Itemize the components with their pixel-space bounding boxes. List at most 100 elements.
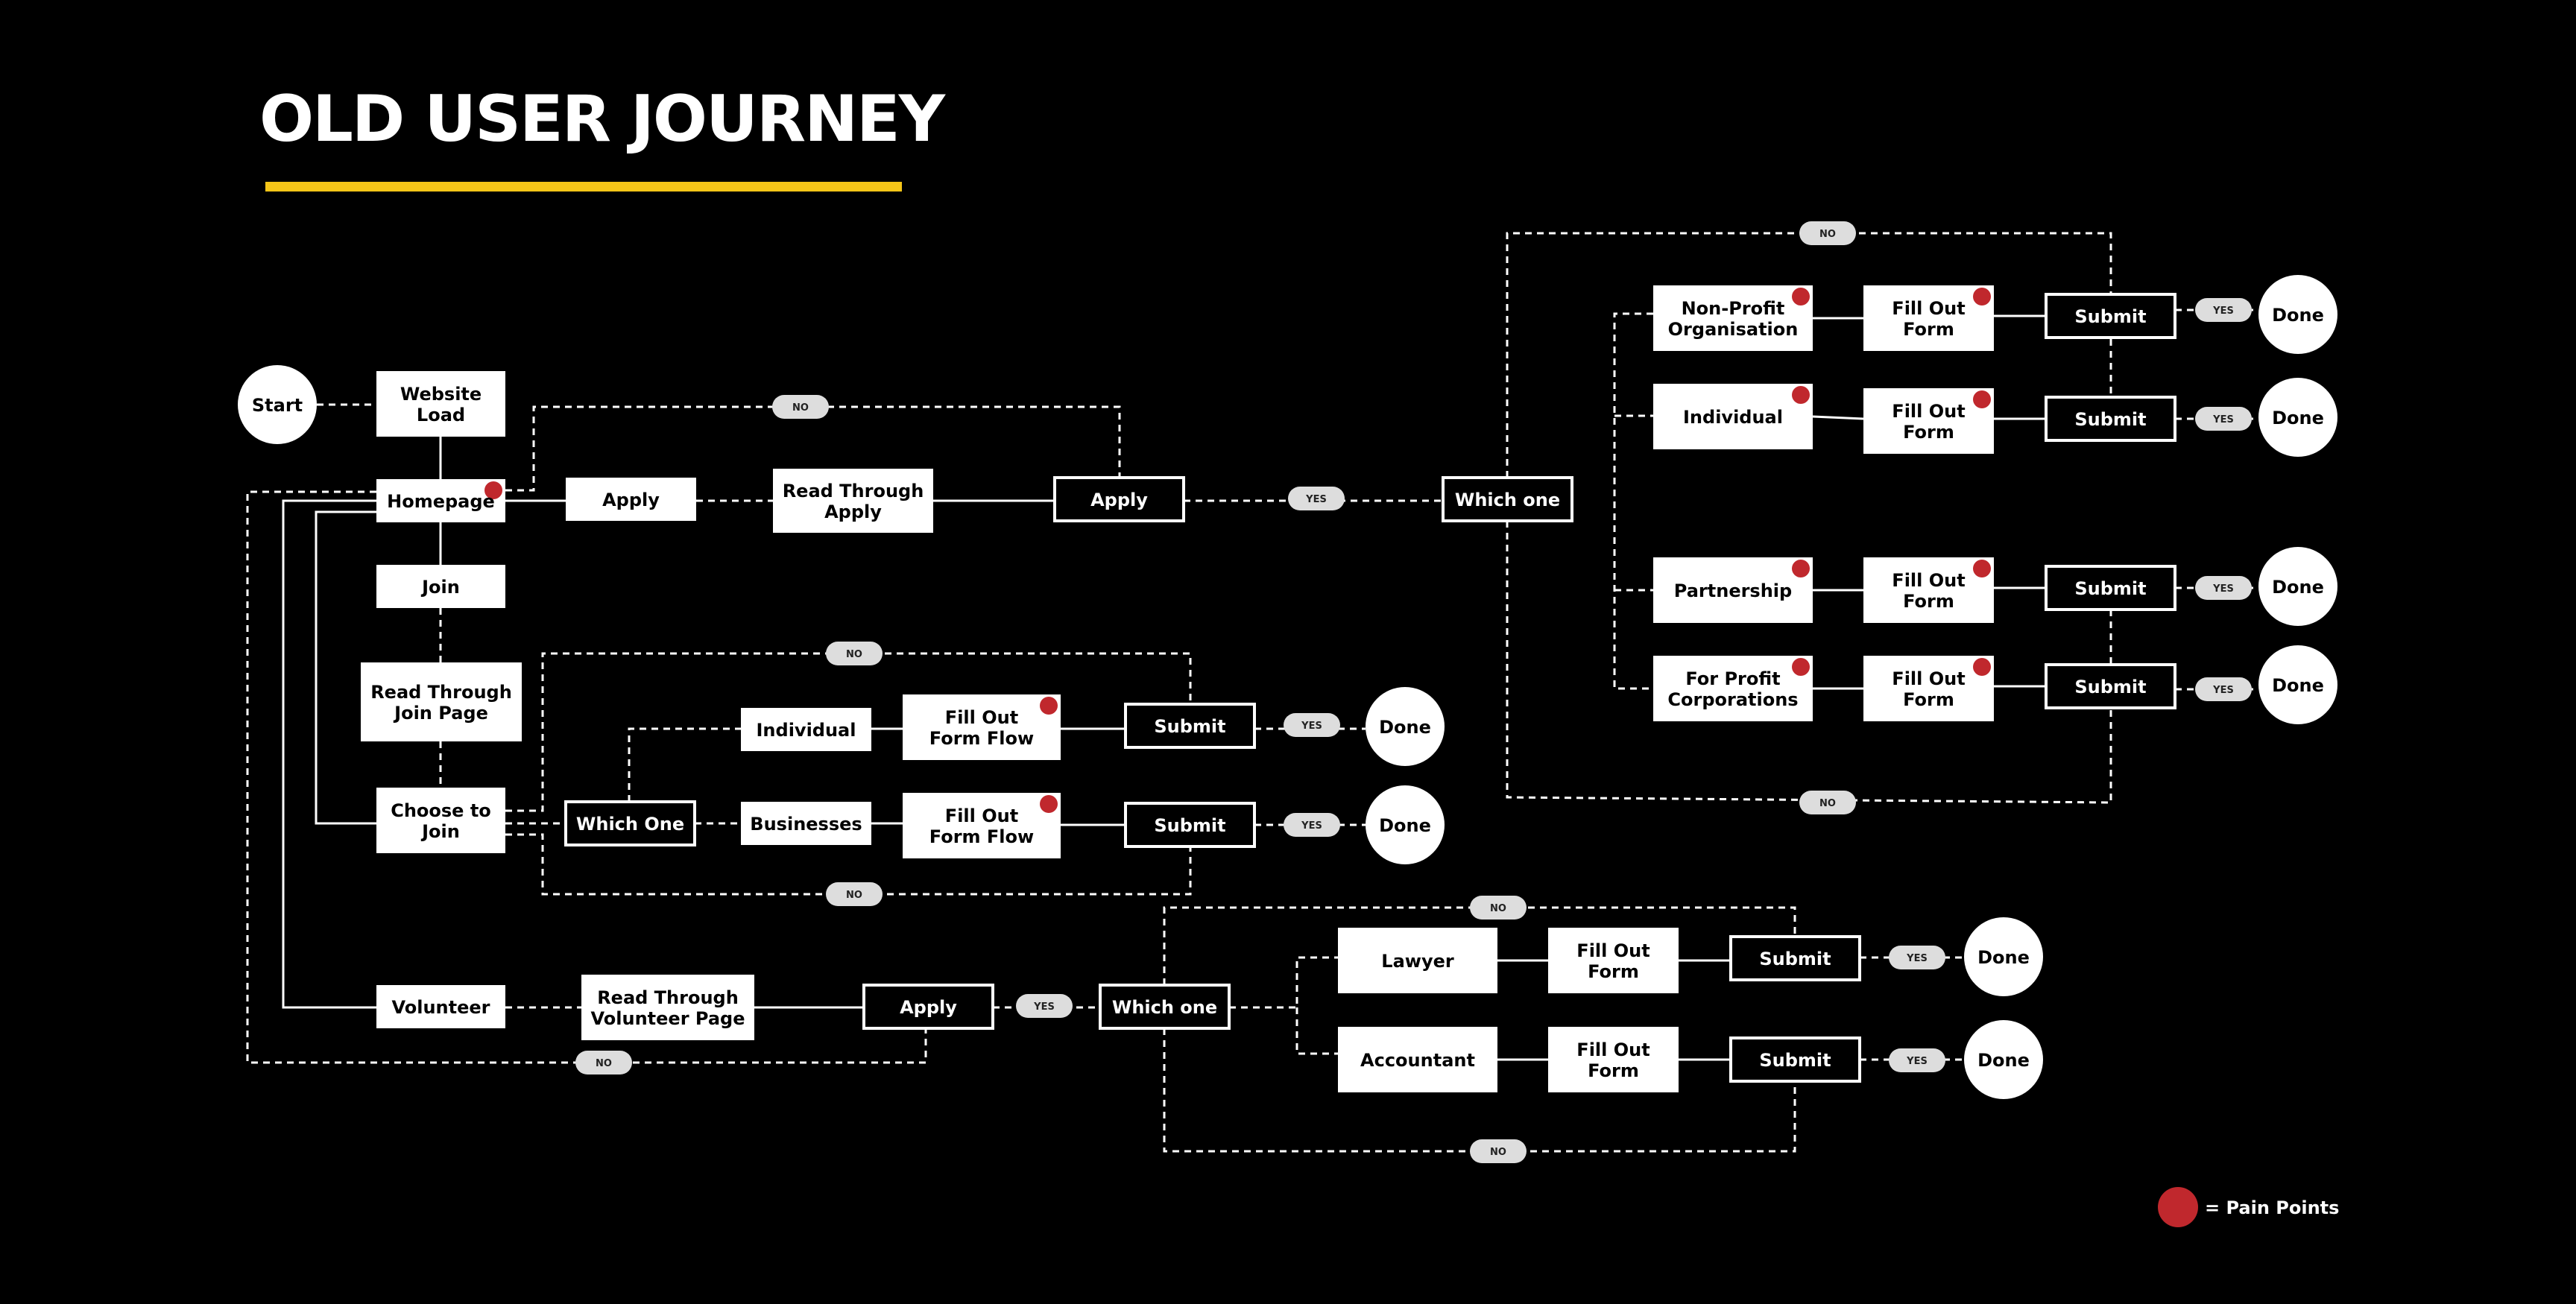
- node-circle: [2258, 547, 2337, 626]
- pill-label: YES: [1906, 1056, 1928, 1067]
- node-box: [1653, 285, 1813, 351]
- node-done-law: Done: [1964, 917, 2043, 996]
- node-submit-part: Submit: [2045, 565, 2176, 611]
- pain-point-icon: [1792, 288, 1810, 306]
- page-title: OLD USER JOURNEY: [259, 82, 945, 156]
- node-submit-np: Submit: [2045, 293, 2176, 339]
- node-label: Form: [1903, 689, 1954, 710]
- connector-line: [1613, 312, 1653, 690]
- pill-label: NO: [596, 1058, 612, 1069]
- node-box: [376, 788, 505, 853]
- node-box: [1863, 656, 1994, 721]
- node-start: Start: [238, 365, 317, 444]
- pain-point-icon: [484, 481, 502, 499]
- node-box: [903, 694, 1061, 760]
- pill-label: YES: [1305, 494, 1327, 505]
- pill-label: NO: [792, 402, 809, 414]
- node-label: Fill Out: [945, 707, 1018, 728]
- node-label: Apply: [602, 490, 660, 510]
- pill-yes-vol: YES: [1016, 994, 1073, 1018]
- pain-point-icon: [1792, 658, 1810, 676]
- pill-yes-ind-join: YES: [1284, 713, 1340, 737]
- node-which-one-join: Which One: [564, 800, 696, 846]
- node-submit-acc: Submit: [1729, 1036, 1861, 1083]
- pill-shape: [1284, 713, 1340, 737]
- connector-line: [505, 652, 1192, 812]
- node-box: [1053, 476, 1185, 522]
- node-box: [2045, 396, 2176, 442]
- node-circle: [2258, 378, 2337, 457]
- pain-point-dot-icon: [2158, 1187, 2198, 1227]
- node-apply-vol: Apply: [862, 984, 994, 1030]
- pill-label: YES: [2212, 583, 2234, 595]
- pill-label: NO: [846, 890, 862, 901]
- node-homepage: Homepage: [376, 479, 505, 522]
- node-box: [564, 800, 696, 846]
- pill-shape: [2195, 677, 2252, 701]
- node-label: Load: [417, 405, 465, 425]
- pain-point-icon: [1040, 795, 1058, 813]
- node-submit-bus: Submit: [1124, 802, 1256, 848]
- pill-yes-ind-top: YES: [2195, 407, 2252, 431]
- node-done-part: Done: [2258, 547, 2337, 626]
- node-label: Individual: [757, 720, 856, 741]
- node-box: [1442, 476, 1573, 522]
- node-submit-law: Submit: [1729, 935, 1861, 981]
- legend: = Pain Points: [2158, 1187, 2339, 1227]
- node-volunteer: Volunteer: [376, 985, 505, 1028]
- pill-shape: [1470, 896, 1527, 920]
- node-label: Form: [1588, 1060, 1639, 1081]
- node-apply-2: Apply: [1053, 476, 1185, 522]
- pill-shape: [826, 642, 883, 665]
- node-label: Apply: [824, 501, 882, 522]
- pain-point-icon: [1792, 560, 1810, 577]
- pill-shape: [772, 395, 829, 419]
- node-label: Apply: [900, 997, 957, 1018]
- node-label: Which One: [576, 814, 684, 835]
- node-box: [1548, 1027, 1679, 1092]
- pill-shape: [1799, 221, 1856, 245]
- node-label: Done: [2272, 675, 2324, 696]
- connector-line: [505, 405, 1121, 492]
- node-label: Read Through: [597, 987, 739, 1008]
- node-join: Join: [376, 565, 505, 608]
- node-label: Choose to: [391, 800, 491, 821]
- node-box: [1653, 557, 1813, 623]
- title-underline: [265, 182, 902, 192]
- connector-line: [315, 510, 376, 825]
- pill-no-vol-left: NO: [575, 1051, 632, 1074]
- node-accountant: Accountant: [1338, 1027, 1497, 1092]
- node-box: [773, 469, 933, 533]
- node-box: [2045, 293, 2176, 339]
- node-label: Fill Out: [945, 805, 1018, 826]
- node-box: [376, 985, 505, 1028]
- node-box: [1729, 1036, 1861, 1083]
- node-box: [581, 975, 754, 1040]
- node-done-ind-join: Done: [1366, 687, 1445, 766]
- connector-line: [1295, 1007, 1338, 1055]
- pill-yes-part: YES: [2195, 576, 2252, 600]
- pill-label: NO: [1819, 229, 1836, 240]
- node-box: [1863, 285, 1994, 351]
- connector-line: [1812, 415, 1864, 420]
- node-label: Done: [1977, 1050, 2030, 1071]
- node-apply-1: Apply: [566, 478, 696, 521]
- node-circle: [2258, 275, 2337, 354]
- node-box: [862, 984, 994, 1030]
- pill-shape: [1284, 813, 1340, 837]
- node-box: [1548, 928, 1679, 993]
- node-box: [1863, 557, 1994, 623]
- pill-yes-bus: YES: [1284, 813, 1340, 837]
- node-label: Fill Out: [1892, 298, 1965, 319]
- node-label: Done: [2272, 577, 2324, 598]
- pill-shape: [575, 1051, 632, 1074]
- node-label: Fill Out: [1576, 1039, 1650, 1060]
- pill-shape: [1016, 994, 1073, 1018]
- node-label: Submit: [2074, 677, 2146, 697]
- node-label: Done: [2272, 408, 2324, 428]
- pain-point-icon: [1973, 658, 1991, 676]
